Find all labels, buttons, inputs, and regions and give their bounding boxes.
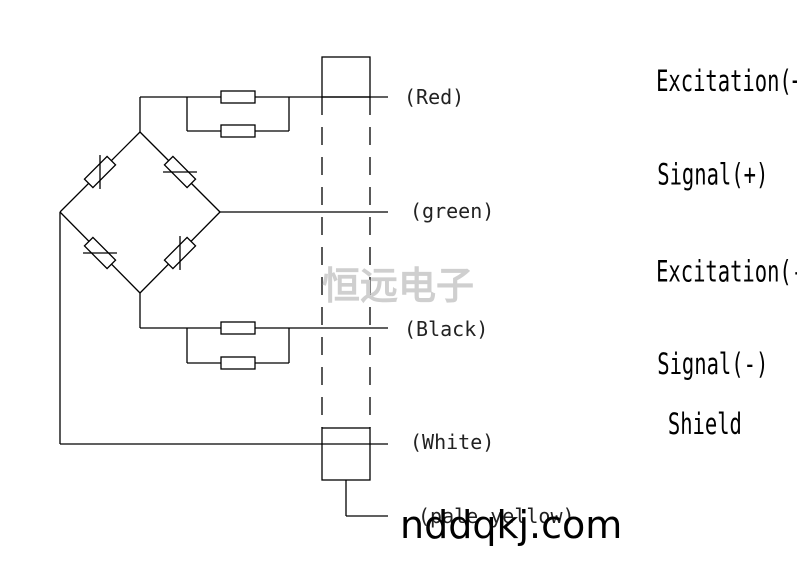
bridge bbox=[59, 131, 221, 294]
cable-top-box bbox=[321, 56, 371, 98]
color-label-green: (green) bbox=[410, 199, 494, 223]
compensation-resistor bbox=[220, 321, 256, 335]
shield-branch bbox=[345, 480, 388, 517]
strain-gauge-bottom-right bbox=[163, 236, 197, 270]
watermark-url: nddqkj.com bbox=[400, 503, 622, 547]
strain-gauge-bottom-left bbox=[83, 236, 117, 270]
color-label-pale-yellow: (pale yellow) bbox=[418, 504, 575, 528]
compensation-resistor bbox=[220, 356, 256, 370]
compensation-resistor bbox=[220, 90, 256, 104]
function-label-excitation-minus: Excitation(-) bbox=[656, 254, 797, 289]
strain-gauge-top-right bbox=[163, 155, 197, 189]
excitation-plus-branch bbox=[139, 90, 388, 138]
excitation-minus-branch bbox=[139, 293, 388, 370]
function-label-excitation-plus: Excitation(+) bbox=[656, 63, 797, 98]
strain-gauge-top-left bbox=[83, 155, 117, 189]
function-label-shield: Shield bbox=[668, 406, 742, 441]
watermark-chinese: 恒远电子 bbox=[322, 263, 474, 308]
function-label-signal-plus: Signal(+) bbox=[657, 157, 768, 192]
function-label-signal-minus: Signal(-) bbox=[657, 346, 768, 381]
color-label-white: (White) bbox=[410, 430, 494, 454]
cable-bottom-box bbox=[321, 427, 371, 481]
signal-minus-branch bbox=[59, 212, 388, 445]
color-label-black: (Black) bbox=[404, 317, 488, 341]
color-label-red: (Red) bbox=[404, 85, 464, 109]
compensation-resistor bbox=[220, 124, 256, 138]
